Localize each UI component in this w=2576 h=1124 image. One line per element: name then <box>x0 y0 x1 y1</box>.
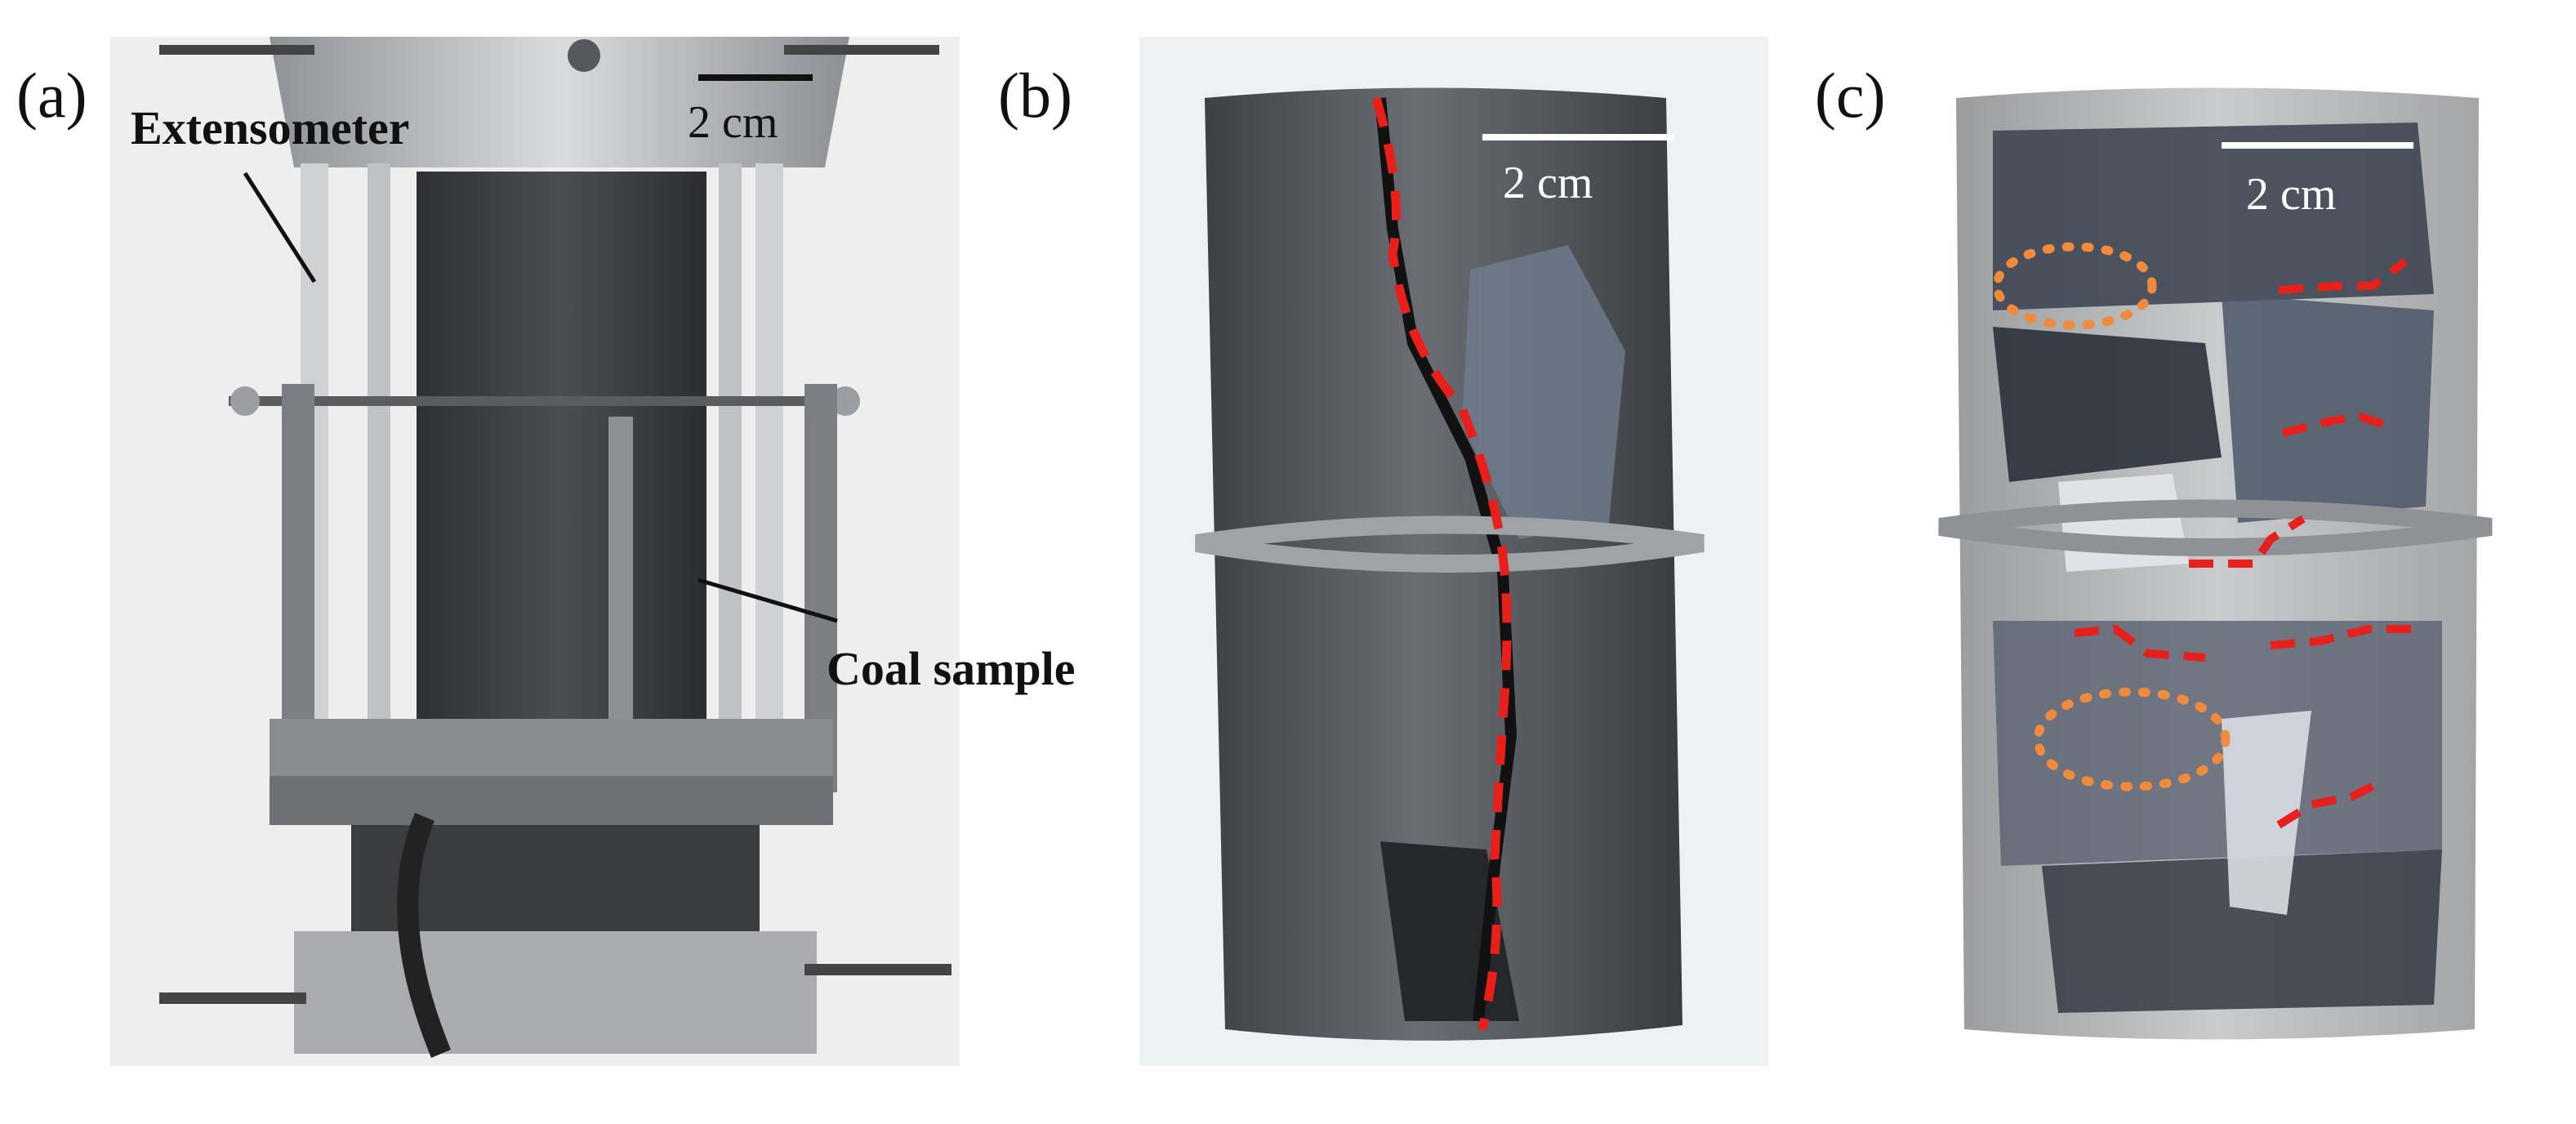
extensometer-leader-line <box>243 172 317 283</box>
coal-sample-leader-line <box>697 578 838 623</box>
panel-b-label: (b) <box>998 60 1072 131</box>
panel-b-photo <box>1139 37 1768 1066</box>
panel-c-label: (c) <box>1815 60 1886 131</box>
panel-b-crack-trace <box>1371 96 1512 1031</box>
panel-a-photo <box>110 37 960 1066</box>
panel-c-damage-zones <box>1992 242 2231 792</box>
coal-sample-label: Coal sample <box>827 642 1076 695</box>
panel-a-label: (a) <box>16 60 87 131</box>
panel-b-scale-text: 2 cm <box>1503 158 1593 208</box>
extensometer-label: Extensometer <box>131 101 410 154</box>
panel-c-photo <box>1938 37 2528 1066</box>
panel-c-crack-traces <box>2074 258 2418 829</box>
panel-c-scale-text: 2 cm <box>2246 169 2337 220</box>
panel-a-scale-text: 2 cm <box>688 97 778 148</box>
